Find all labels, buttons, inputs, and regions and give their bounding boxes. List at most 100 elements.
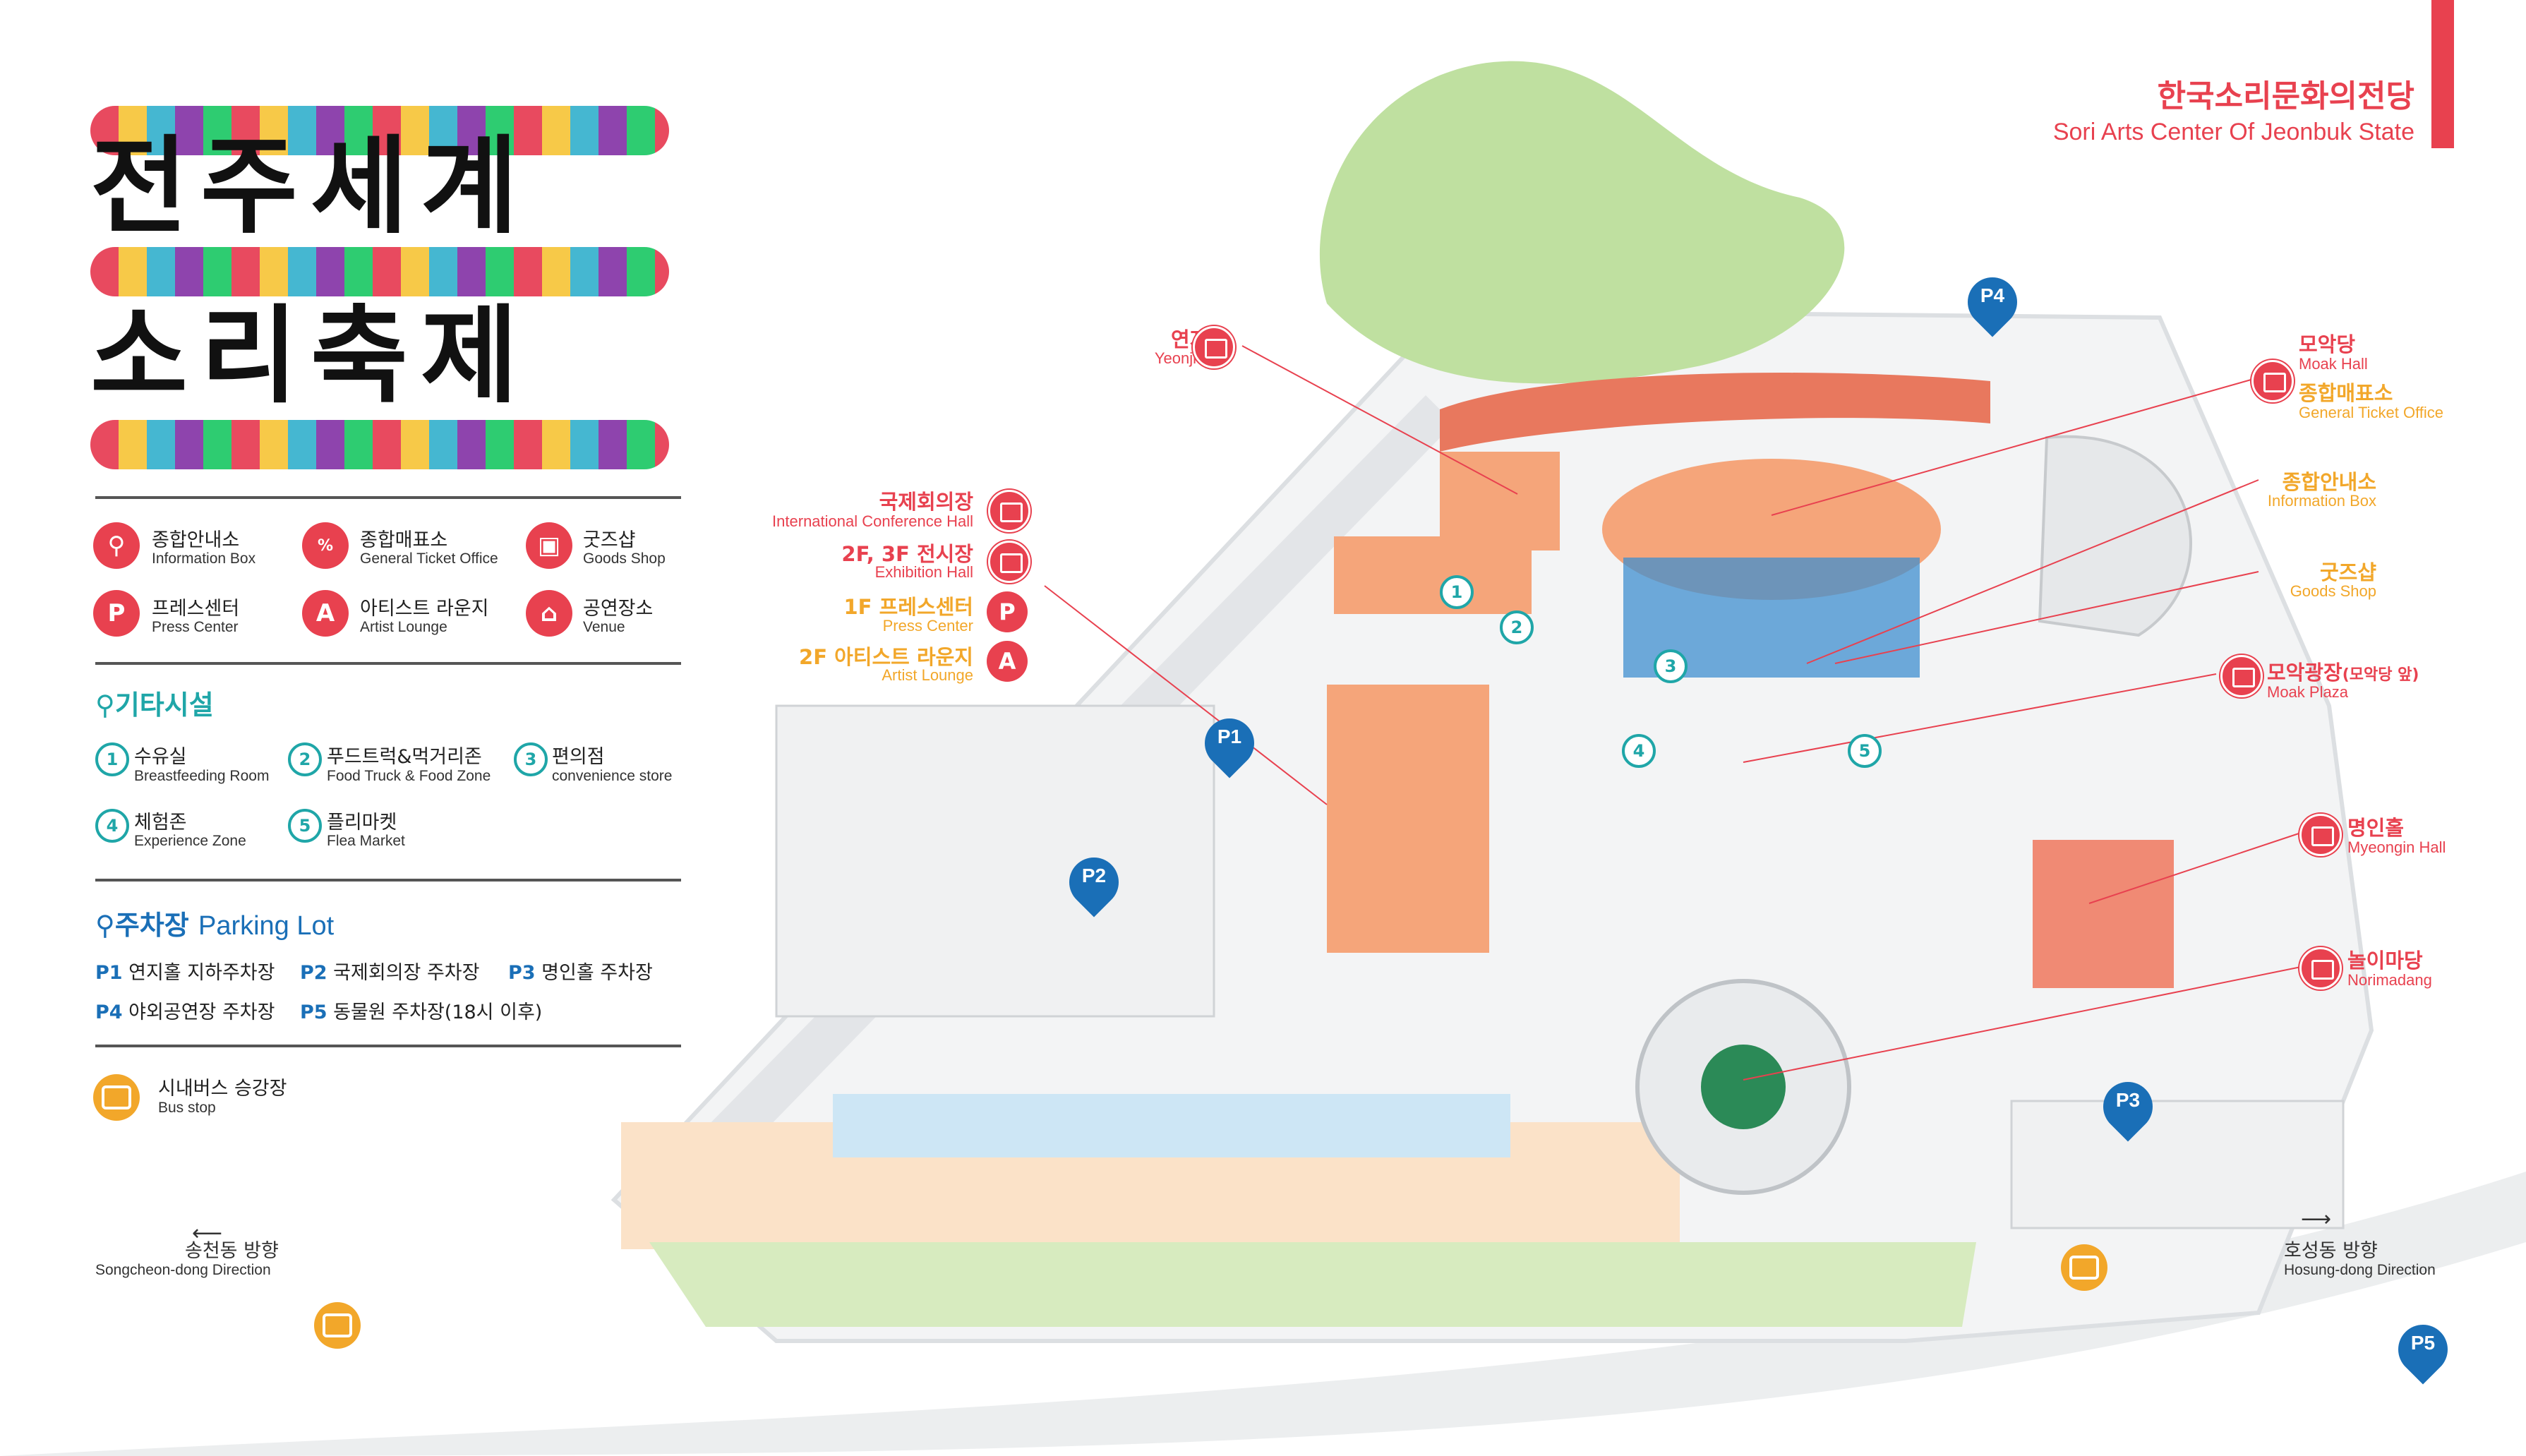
facility-5-icon: 5 (288, 809, 322, 843)
moak-plaza-label-en: Moak Plaza (2267, 683, 2348, 701)
legend-venue-en: Venue (583, 619, 625, 635)
parking-lot-left (775, 704, 1215, 1018)
facility-1-icon: 1 (95, 742, 129, 776)
parking-item-p3: P3 명인홀 주차장 (508, 962, 653, 984)
parking-lot-right (2010, 1100, 2345, 1229)
festive-band-bottom (90, 420, 669, 469)
arrow-right-icon: ⟶ (2301, 1207, 2332, 1232)
exhibition-hall-venue-icon[interactable] (988, 541, 1030, 583)
bus-stop-ko: 시내버스 승강장 (158, 1078, 287, 1100)
festive-band-top (90, 106, 669, 155)
facility-2-en: Food Truck & Food Zone (327, 768, 491, 784)
facility-1-en: Breastfeeding Room (134, 768, 270, 784)
direction-right-en: Hosung-dong Direction (2284, 1262, 2436, 1278)
facility-marker-4[interactable]: 4 (1622, 734, 1656, 768)
moak-hall-label-en: Moak Hall (2299, 355, 2368, 373)
press-center-label-en: Press Center (882, 617, 973, 634)
artist-lounge-icon: A (302, 590, 349, 637)
facility-2-ko: 푸드트럭&먹거리존 (327, 746, 482, 768)
festival-title: 전주세계 소리축제 (90, 106, 690, 469)
legend-ticket-ko: 종합매표소 (360, 529, 448, 551)
direction-right-ko: 호성동 방향 (2284, 1240, 2378, 1262)
moak-hall-venue-icon[interactable] (2251, 360, 2294, 402)
bus-stop-marker-left[interactable] (314, 1302, 361, 1349)
facility-4-icon: 4 (95, 809, 129, 843)
exhibition-hall-label-en: Exhibition Hall (874, 563, 973, 581)
facility-5-en: Flea Market (327, 833, 405, 849)
direction-left-ko: 송천동 방향 (185, 1240, 279, 1262)
legend-goods-en: Goods Shop (583, 550, 666, 567)
map-pin-icon: ⚲ (95, 690, 115, 721)
venue-title-bar (2431, 0, 2454, 148)
facility-4-en: Experience Zone (134, 833, 246, 849)
myeongin-hall-label-en: Myeongin Hall (2347, 838, 2446, 856)
myeongin-hall-label: 명인홀 (2347, 816, 2405, 840)
moak-plaza-label: 모악광장(모악당 앞) (2267, 661, 2419, 685)
info-box-label-en: Information Box (2267, 492, 2376, 510)
parking-item-p4: P4 야외공연장 주차장 (95, 1001, 275, 1023)
info-box-label: 종합안내소 (2282, 470, 2376, 494)
myeongin-hall-venue-icon[interactable] (2299, 814, 2342, 856)
amphitheatre (2038, 435, 2192, 637)
direction-left-en: Songcheon-dong Direction (95, 1262, 271, 1278)
legend-press-ko: 프레스센터 (152, 598, 240, 620)
press-center-badge-icon[interactable]: P (987, 591, 1028, 632)
facility-2-icon: 2 (288, 742, 322, 776)
arrow-left-icon: ⟵ (192, 1221, 223, 1246)
bus-stop-marker-right[interactable] (2061, 1244, 2107, 1291)
title-line-2: 소리축제 (90, 295, 531, 418)
bus-stop-icon (93, 1074, 140, 1121)
facility-3-en: convenience store (552, 768, 673, 784)
artist-lounge-label-en: Artist Lounge (882, 666, 973, 684)
parking-pin-p1[interactable]: P1 (1194, 708, 1265, 782)
legend-info-ko: 종합안내소 (152, 529, 240, 551)
divider-3 (95, 879, 681, 882)
divider-4 (95, 1045, 681, 1047)
artist-lounge-badge-icon[interactable]: A (987, 641, 1028, 682)
venue-name-en: Sori Arts Center Of Jeonbuk State (2052, 119, 2414, 145)
exhibition-hall-label: 2F, 3F 전시장 (841, 542, 973, 566)
ticket-office-label: 종합매표소 (2299, 381, 2393, 405)
stage-icon: ⌂ (526, 590, 572, 637)
legend-artist-ko: 아티스트 라운지 (360, 598, 489, 620)
facility-marker-2[interactable]: 2 (1500, 610, 1534, 644)
facility-marker-5[interactable]: 5 (1848, 734, 1882, 768)
title-line-1: 전주세계 (90, 126, 531, 248)
facility-3-icon: 3 (514, 742, 548, 776)
moak-hall-label: 모악당 (2299, 332, 2356, 356)
yeonji-hall-building (1440, 452, 1560, 550)
parking-pin-p5[interactable]: P5 (2388, 1314, 2458, 1388)
legend-ticket-en: General Ticket Office (360, 550, 498, 567)
map-pin-icon: ⚲ (95, 910, 115, 941)
facility-4-ko: 체험존 (134, 812, 187, 834)
myeongin-hall-building (2033, 840, 2174, 988)
legend-press-en: Press Center (152, 619, 239, 635)
norimadang-venue-icon[interactable] (2299, 947, 2342, 989)
grass-strip (649, 1242, 1976, 1327)
legend-artist-en: Artist Lounge (360, 619, 447, 635)
ticket-icon: % (302, 522, 349, 569)
parking-pin-p3[interactable]: P3 (2093, 1071, 2163, 1145)
parking-pin-p2[interactable]: P2 (1059, 847, 1129, 921)
yeonji-hall-venue-icon[interactable] (1193, 326, 1235, 368)
ticket-office-label-en: General Ticket Office (2299, 404, 2444, 421)
facilities-title: ⚲기타시설 (95, 690, 214, 721)
shopping-bag-icon: ▣ (526, 522, 572, 569)
intl-conf-hall-venue-icon[interactable] (988, 490, 1030, 532)
legend-info-en: Information Box (152, 550, 256, 567)
goods-shop-label: 굿즈샵 (2319, 560, 2376, 584)
festive-band-middle (90, 247, 669, 296)
artist-lounge-label: 2F 아티스트 라운지 (799, 645, 973, 669)
moak-plaza-venue-icon[interactable] (2220, 655, 2263, 697)
intl-conf-hall-building (1327, 685, 1489, 953)
press-center-label: 1F 프레스센터 (843, 595, 974, 619)
red-roof-band (1440, 373, 1990, 452)
norimadang-label: 놀이마당 (2347, 949, 2423, 973)
facility-1-ko: 수유실 (134, 746, 187, 768)
facility-marker-1[interactable]: 1 (1440, 575, 1474, 609)
facility-3-ko: 편의점 (552, 746, 605, 768)
parking-pin-p4[interactable]: P4 (1957, 267, 2028, 341)
divider-1 (95, 496, 681, 499)
facility-marker-3[interactable]: 3 (1654, 649, 1688, 683)
intl-conf-hall-label-en: International Conference Hall (772, 512, 973, 530)
